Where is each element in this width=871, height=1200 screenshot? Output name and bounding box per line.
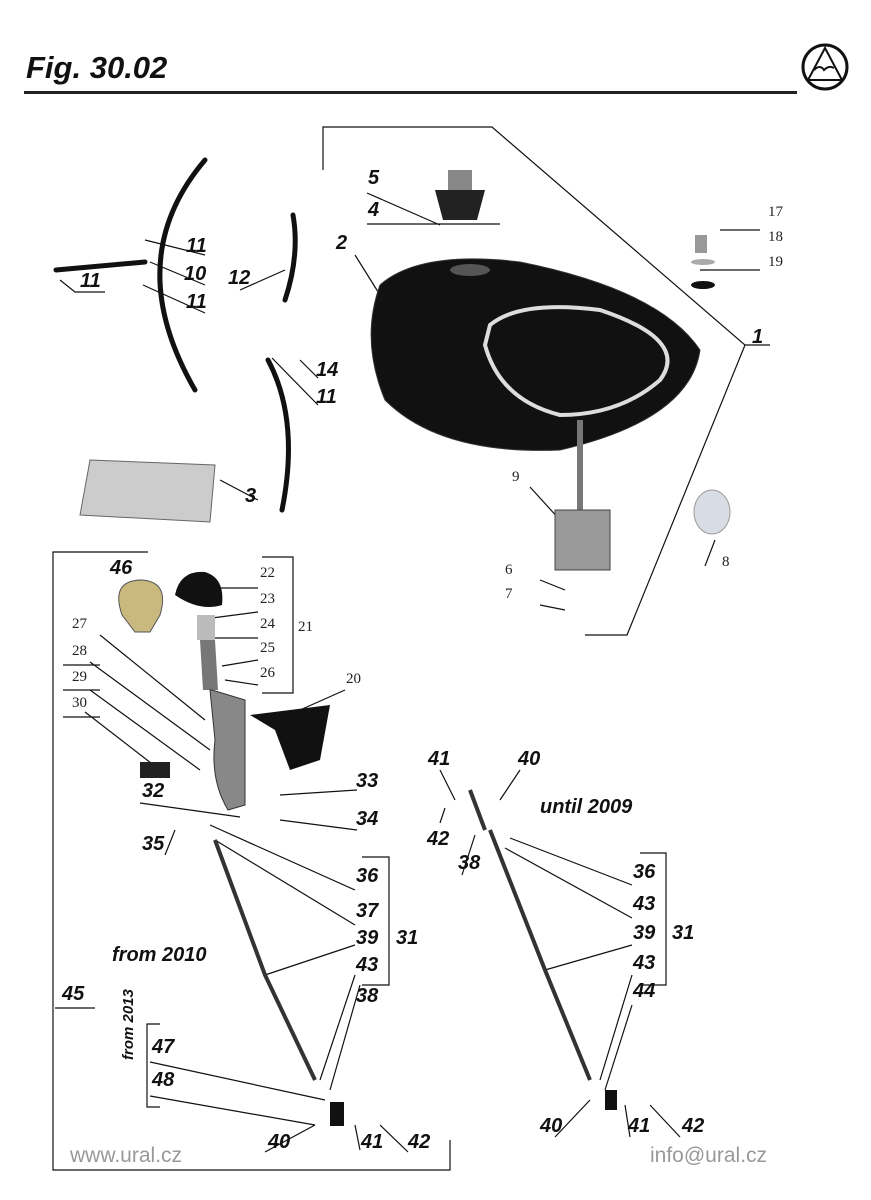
callout-46: 46: [110, 557, 133, 579]
callout-43: 43: [633, 893, 656, 915]
callout-36: 36: [633, 861, 656, 883]
callout-8: 8: [722, 554, 730, 570]
callout-39: 39: [633, 922, 656, 944]
callout-41: 41: [428, 748, 451, 770]
callout-42: 42: [682, 1115, 705, 1137]
callout-42: 42: [427, 828, 450, 850]
callout-11: 11: [316, 386, 337, 408]
callout-44: 44: [633, 980, 656, 1002]
callout-48: 48: [152, 1069, 175, 1091]
callout-28: 28: [72, 643, 87, 659]
callout-40: 40: [268, 1131, 291, 1153]
callout-21: 21: [298, 619, 313, 635]
title-rule: [24, 91, 797, 94]
callout-39: 39: [356, 927, 379, 949]
callout-20: 20: [346, 671, 361, 687]
callout-1: 1: [752, 326, 764, 348]
callout-5: 5: [368, 167, 380, 189]
callout-38: 38: [356, 985, 379, 1007]
callout-45: 45: [62, 983, 85, 1005]
callout-47: 47: [152, 1036, 175, 1058]
callout-32: 32: [142, 780, 165, 802]
callout-31: 31: [396, 927, 419, 949]
callout-41: 41: [628, 1115, 651, 1137]
callout-31: 31: [672, 922, 695, 944]
fuel-tank: [370, 258, 701, 451]
callout-4: 4: [368, 199, 380, 221]
callout-18: 18: [768, 229, 783, 245]
callout-35: 35: [142, 833, 165, 855]
callout-42: 42: [408, 1131, 431, 1153]
note-from-2013: from 2013: [120, 989, 137, 1060]
callout-40: 40: [540, 1115, 563, 1137]
callout-27: 27: [72, 616, 87, 632]
callout-2: 2: [336, 232, 348, 254]
callout-38: 38: [458, 852, 481, 874]
callout-6: 6: [505, 562, 513, 578]
callout-24: 24: [260, 616, 275, 632]
callout-11: 11: [186, 235, 207, 257]
callout-26: 26: [260, 665, 275, 681]
callout-9: 9: [512, 469, 520, 485]
callout-7: 7: [505, 586, 513, 602]
footer-website: www.ural.cz: [70, 1144, 183, 1167]
callout-23: 23: [260, 591, 275, 607]
callout-22: 22: [260, 565, 275, 581]
callout-37: 37: [356, 900, 379, 922]
callout-40: 40: [518, 748, 541, 770]
note-until-2009: until 2009: [540, 796, 633, 818]
callout-14: 14: [316, 359, 339, 381]
callout-17: 17: [768, 204, 783, 220]
callout-29: 29: [72, 669, 87, 685]
callout-43: 43: [356, 954, 379, 976]
callout-41: 41: [361, 1131, 384, 1153]
ural-logo-icon: [801, 43, 849, 91]
callout-33: 33: [356, 770, 379, 792]
callout-12: 12: [228, 267, 251, 289]
callout-19: 19: [768, 254, 783, 270]
callout-11: 11: [80, 270, 101, 292]
callout-10: 10: [184, 263, 207, 285]
callout-3: 3: [245, 485, 257, 507]
callout-25: 25: [260, 640, 275, 656]
callout-36: 36: [356, 865, 379, 887]
figure-title: Fig. 30.02: [26, 50, 168, 85]
footer-email: info@ural.cz: [650, 1144, 768, 1167]
callout-30: 30: [72, 695, 87, 711]
callout-43: 43: [633, 952, 656, 974]
note-from-2010: from 2010: [112, 944, 207, 966]
callout-34: 34: [356, 808, 379, 830]
callout-11: 11: [186, 291, 207, 313]
